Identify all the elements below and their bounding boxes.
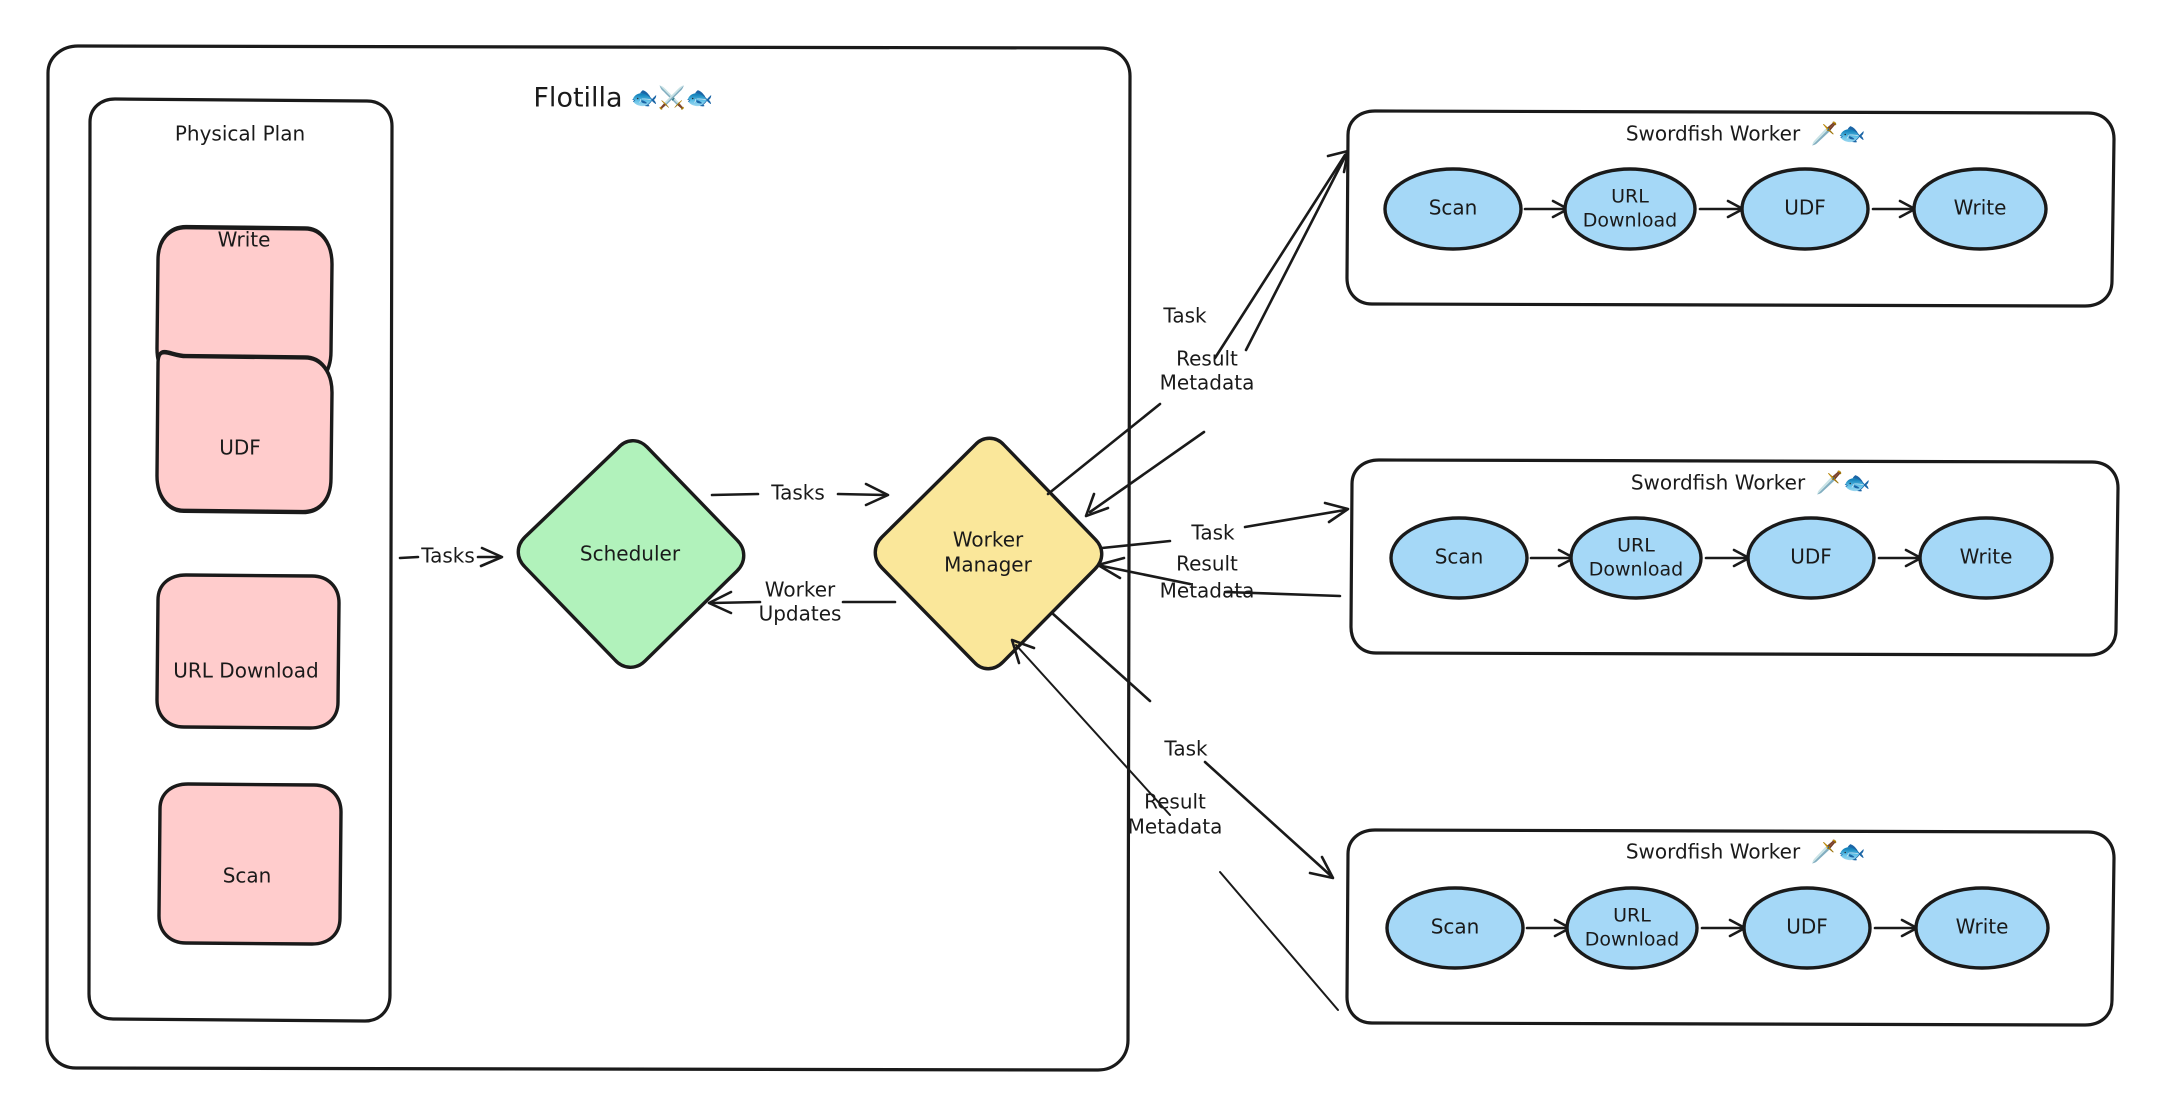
edge-label-worker-updates-2: Updates	[759, 602, 842, 626]
worker-1-title: Swordfish Worker	[1626, 122, 1801, 146]
worker-node-scan[interactable]	[1385, 886, 1525, 970]
plan-node-label: UDF	[219, 436, 261, 460]
worker-node-scan[interactable]	[1389, 516, 1529, 600]
edge-label-result-3a: Result	[1144, 790, 1206, 814]
edge-manager-to-worker-2	[1100, 501, 1350, 550]
plan-node-label: Scan	[223, 864, 272, 888]
edge-scheduler-to-manager	[710, 482, 890, 507]
worker-node-label: Scan	[1429, 196, 1478, 220]
edge-label-result-1a: Result	[1176, 347, 1238, 371]
worker-node-label: Download	[1589, 559, 1683, 581]
worker-1-title-icons: 🗡️🐟	[1811, 121, 1866, 147]
scheduler-node[interactable]: Scheduler	[516, 439, 746, 669]
edge-plan-to-scheduler	[398, 546, 504, 568]
swordfish-worker-3[interactable]: Swordfish Worker 🗡️🐟 Scan URL Download U…	[1345, 828, 2116, 1027]
edge-label-result-1b: Metadata	[1160, 371, 1255, 395]
worker-node-url-download[interactable]	[1563, 167, 1697, 251]
worker-node-label: URL	[1613, 905, 1651, 927]
worker-node-label: Write	[1960, 545, 2013, 569]
worker-manager-label-1: Worker	[953, 528, 1024, 552]
plan-node-label: Write	[218, 228, 271, 252]
plan-node-url-download[interactable]: URL Download	[155, 573, 341, 730]
worker-node-label: Scan	[1435, 545, 1484, 569]
worker-manager-label-2: Manager	[944, 553, 1032, 577]
worker-node-label: Download	[1585, 929, 1679, 951]
worker-node-label: Scan	[1431, 915, 1480, 939]
edge-label-scheduler-tasks: Tasks	[770, 481, 825, 505]
worker-node-label: UDF	[1790, 545, 1832, 569]
plan-node-udf[interactable]: UDF	[155, 349, 334, 515]
swordfish-worker-1[interactable]: Swordfish Worker 🗡️🐟 Scan URL Download U…	[1345, 109, 2116, 308]
plan-node-label: URL Download	[173, 659, 318, 683]
worker-node-write[interactable]	[1912, 167, 2048, 251]
worker-manager-node[interactable]: Worker Manager	[873, 436, 1104, 671]
worker-2-title: Swordfish Worker	[1631, 471, 1806, 495]
worker-node-label: Write	[1954, 196, 2007, 220]
worker-3-title: Swordfish Worker	[1626, 840, 1801, 864]
scheduler-label: Scheduler	[580, 542, 681, 566]
physical-plan-label: Physical Plan	[175, 122, 305, 146]
edge-manager-to-scheduler	[707, 590, 897, 615]
edge-label-result-3b: Metadata	[1128, 815, 1223, 839]
edge-label-result-2b: Metadata	[1160, 579, 1255, 603]
worker-node-udf[interactable]	[1740, 167, 1870, 251]
edge-label-task-2: Task	[1190, 521, 1235, 545]
edge-label-task-1: Task	[1162, 304, 1207, 328]
worker-node-scan[interactable]	[1383, 167, 1523, 251]
plan-node-scan[interactable]: Scan	[157, 782, 343, 946]
edge-label-result-2a: Result	[1176, 552, 1238, 576]
worker-node-label: UDF	[1786, 915, 1828, 939]
edge-label-plan-tasks: Tasks	[420, 544, 475, 568]
worker-node-write[interactable]	[1914, 886, 2050, 970]
edge-manager-to-worker-3	[1050, 611, 1335, 880]
worker-node-udf[interactable]	[1742, 886, 1872, 970]
edge-worker-2-to-manager	[1096, 556, 1342, 598]
worker-3-title-icons: 🗡️🐟	[1811, 839, 1866, 865]
worker-node-label: Download	[1583, 210, 1677, 232]
worker-node-label: Write	[1956, 915, 2009, 939]
edge-label-task-3: Task	[1163, 737, 1208, 761]
worker-node-url-download[interactable]	[1565, 886, 1699, 970]
worker-2-title-icons: 🗡️🐟	[1816, 470, 1871, 496]
worker-node-label: URL	[1617, 535, 1655, 557]
edge-worker-3-to-manager	[1010, 638, 1339, 1011]
edge-label-worker-updates-1: Worker	[765, 578, 836, 602]
worker-node-udf[interactable]	[1746, 516, 1876, 600]
worker-node-label: URL	[1611, 186, 1649, 208]
flotilla-title: Flotilla	[533, 83, 622, 114]
worker-node-write[interactable]	[1918, 516, 2054, 600]
swordfish-worker-2[interactable]: Swordfish Worker 🗡️🐟 Scan URL Download U…	[1349, 458, 2120, 657]
flotilla-title-icons: 🐟⚔️🐟	[631, 85, 713, 111]
worker-node-url-download[interactable]	[1569, 516, 1703, 600]
edge-worker-1-to-manager	[1084, 145, 1352, 518]
worker-node-label: UDF	[1784, 196, 1826, 220]
